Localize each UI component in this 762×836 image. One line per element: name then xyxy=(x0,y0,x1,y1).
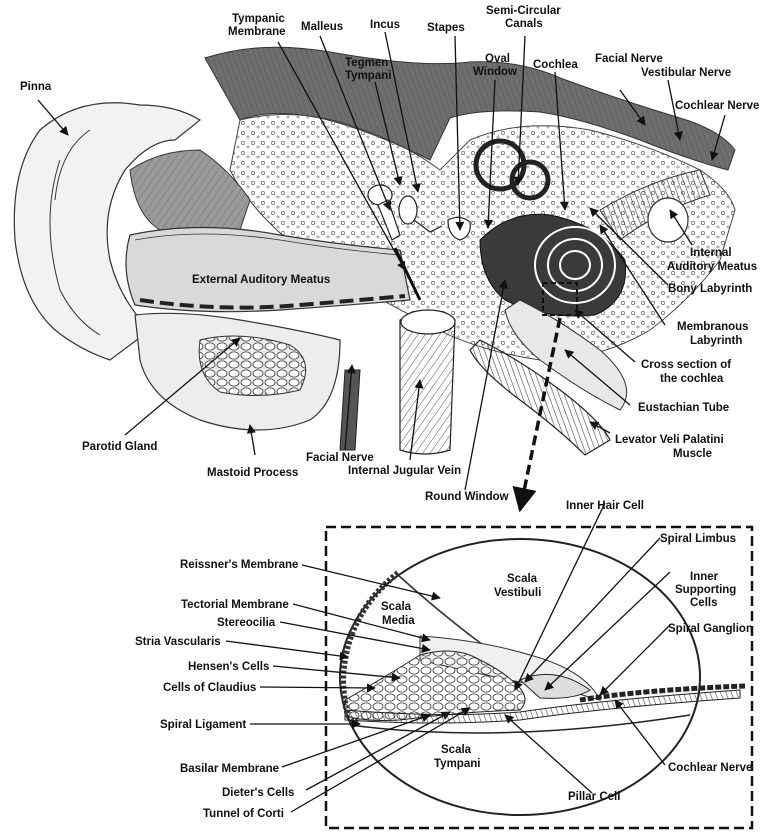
label-tunnel-of-corti: Tunnel of Corti xyxy=(203,808,284,820)
label-spiral-limbus: Spiral Limbus xyxy=(660,533,736,545)
label-inner-hair-cell: Inner Hair Cell xyxy=(566,500,644,512)
label-malleus: Malleus xyxy=(301,21,343,33)
label-cells-of-claudius: Cells of Claudius xyxy=(163,682,256,694)
parotid-gland-shape xyxy=(199,336,305,396)
label-vestibular-nerve: Vestibular Nerve xyxy=(641,67,731,79)
label-tectorial-membrane: Tectorial Membrane xyxy=(181,599,289,611)
label-spiral-ligament: Spiral Ligament xyxy=(160,719,246,731)
internal-auditory-meatus-shape xyxy=(648,198,688,242)
label-round-window: Round Window xyxy=(425,491,509,503)
label-parotid-gland: Parotid Gland xyxy=(82,441,157,453)
internal-jugular-vein-top xyxy=(401,310,455,334)
label-facial-nerve-bottom: Facial Nerve xyxy=(306,452,374,464)
label-incus: Incus xyxy=(370,19,400,31)
label-stria-vascularis: Stria Vascularis xyxy=(135,636,221,648)
label-external-auditory-meatus: External Auditory Meatus xyxy=(192,274,330,286)
label-spiral-ganglion: Spiral Ganglion xyxy=(668,623,753,635)
label-cochlear-nerve-top: Cochlear Nerve xyxy=(675,100,759,112)
label-bony-labyrinth: Bony Labyrinth xyxy=(668,283,752,295)
label-basilar-membrane: Basilar Membrane xyxy=(180,763,279,775)
label-eustachian-tube: Eustachian Tube xyxy=(638,402,729,414)
label-reissners-membrane: Reissner's Membrane xyxy=(180,559,298,571)
label-pillar-cell: Pillar Cell xyxy=(568,791,620,803)
label-internal-jugular-vein: Internal Jugular Vein xyxy=(348,465,461,477)
label-pinna: Pinna xyxy=(20,81,52,93)
label-cochlear-nerve: Cochlear Nerve xyxy=(668,762,752,774)
label-stereocilia: Stereocilia xyxy=(217,617,276,629)
label-dieters-cells: Dieter's Cells xyxy=(222,787,294,799)
ear-cross-section-sketch xyxy=(14,47,735,455)
label-mastoid-process: Mastoid Process xyxy=(207,467,298,479)
label-facial-nerve-top: Facial Nerve xyxy=(595,53,663,65)
label-hensens-cells: Hensen's Cells xyxy=(188,661,269,673)
label-cochlea: Cochlea xyxy=(533,59,578,71)
label-stapes: Stapes xyxy=(427,22,465,34)
